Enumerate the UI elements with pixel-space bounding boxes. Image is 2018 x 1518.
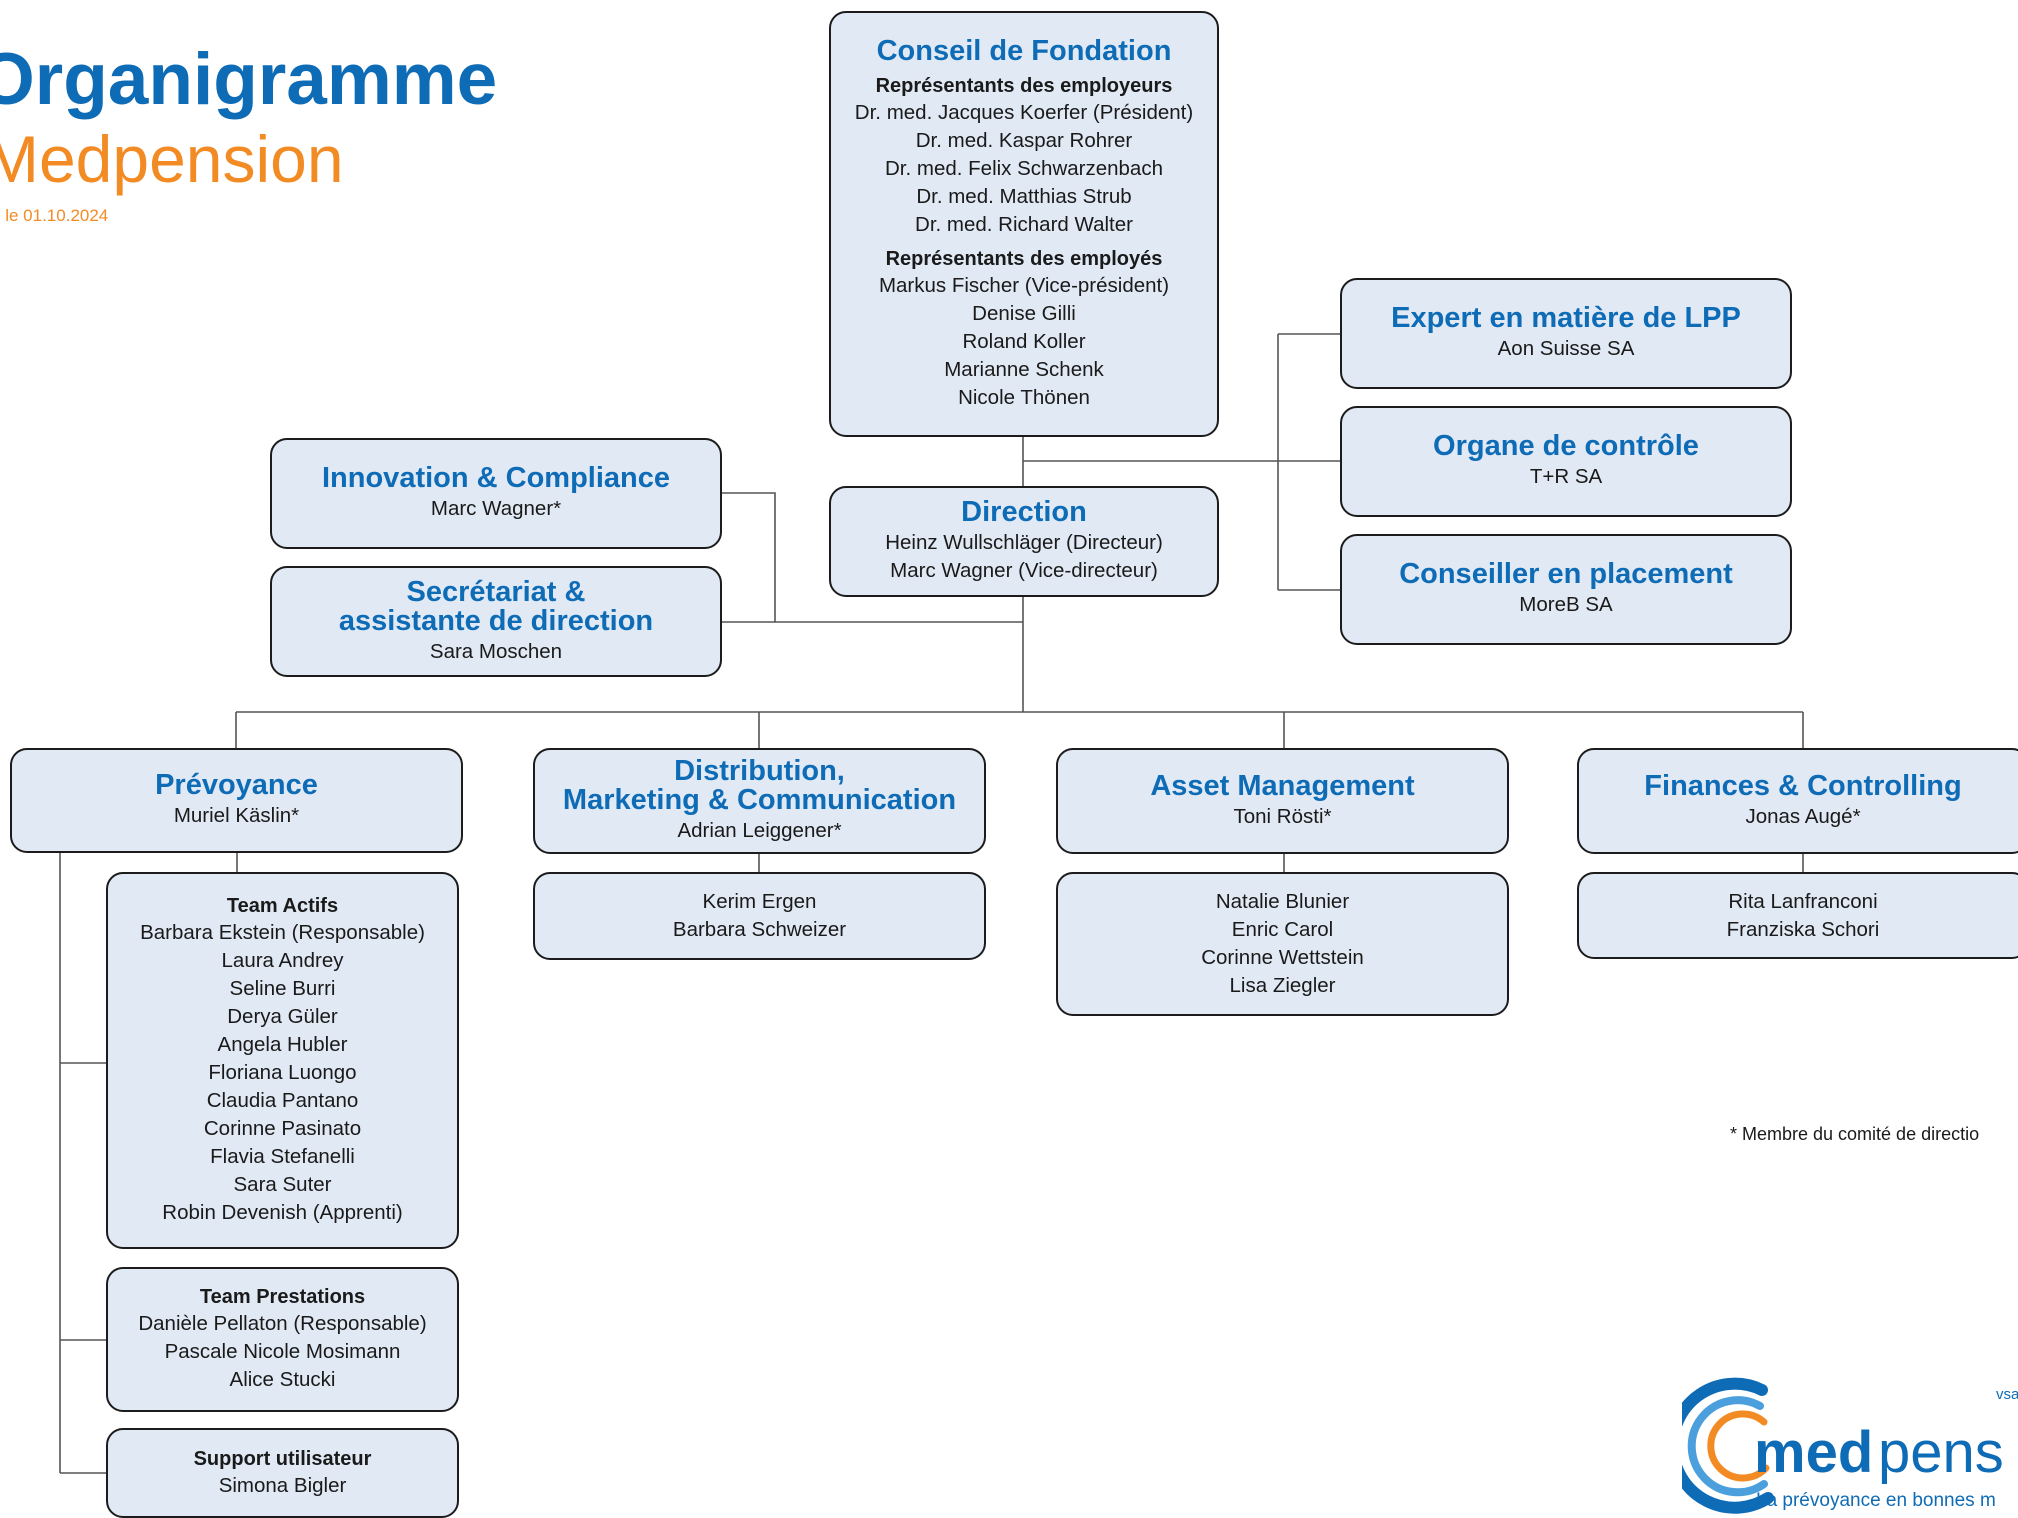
footnote: * Membre du comité de directio [1730, 1124, 1980, 1144]
innovation-box: Innovation & Compliance Marc Wagner* [270, 438, 722, 549]
direction-member: Marc Wagner (Vice-directeur) [890, 559, 1158, 582]
team-member: Corinne Wettstein [1201, 946, 1364, 969]
employee-member: Denise Gilli [972, 301, 1076, 325]
organe-name: T+R SA [1529, 465, 1603, 488]
team-actifs-heading: Team Actifs [226, 895, 339, 917]
finances-title: Finances & Controlling [1644, 769, 1962, 802]
asset-title: Asset Management [1150, 769, 1415, 802]
employee-member: Nicole Thönen [958, 385, 1090, 409]
team-member: Corinne Pasinato [203, 1117, 362, 1140]
employers-heading: Représentants des employeurs [875, 74, 1173, 97]
secretariat-title-2: assistante de direction [338, 604, 654, 637]
page-subtitle: Medpension [0, 122, 344, 196]
employer-member: Dr. med. Richard Walter [915, 212, 1133, 236]
secretariat-name: Sara Moschen [429, 639, 563, 663]
team-member: Alice Stucki [229, 1368, 336, 1391]
team-member: Floriana Luongo [208, 1061, 357, 1084]
logo-word-bold: med [1754, 1420, 1873, 1485]
direction-member: Heinz Wullschläger (Directeur) [885, 531, 1163, 554]
distribution-head: Adrian Leiggener* [677, 819, 842, 842]
team-member: Barbara Schweizer [672, 918, 847, 941]
prevoyance-box: Prévoyance Muriel Käslin* [10, 748, 463, 853]
finances-box: Finances & Controlling Jonas Augé* [1577, 748, 2018, 854]
asset-head: Toni Rösti* [1233, 804, 1332, 828]
finances-head: Jonas Augé* [1745, 804, 1861, 828]
employee-member: Markus Fischer (Vice-président) [878, 273, 1170, 297]
team-member: Claudia Pantano [206, 1089, 359, 1112]
employer-member: Dr. med. Felix Schwarzenbach [884, 156, 1163, 180]
prevoyance-title: Prévoyance [155, 769, 318, 801]
logo-word-light: pens [1878, 1420, 2004, 1485]
team-member: Robin Devenish (Apprenti) [162, 1201, 403, 1224]
innovation-name: Marc Wagner* [430, 497, 562, 520]
team-member: Angela Hubler [217, 1033, 348, 1056]
team-member: Derya Güler [227, 1005, 338, 1028]
team-member: Seline Burri [229, 977, 336, 1000]
employer-member: Dr. med. Kaspar Rohrer [915, 128, 1133, 152]
team-prestations-box: Team Prestations Danièle Pellaton (Respo… [106, 1267, 459, 1412]
direction-box: Direction Heinz Wullschläger (Directeur)… [829, 486, 1219, 597]
logo-top-text: vsa [1996, 1386, 2018, 1403]
employer-member: Dr. med. Matthias Strub [916, 184, 1132, 208]
team-member: Pascale Nicole Mosimann [164, 1340, 401, 1363]
distribution-title: Distribution, [674, 755, 845, 787]
expert-name: Aon Suisse SA [1497, 337, 1635, 360]
distribution-box: Distribution, Marketing & Communication … [533, 748, 986, 854]
team-member: Laura Andrey [221, 949, 344, 972]
distribution-team-box: Kerim Ergen Barbara Schweizer [533, 872, 986, 960]
team-member: Flavia Stefanelli [210, 1145, 355, 1168]
direction-title: Direction [961, 496, 1087, 528]
organe-title: Organe de contrôle [1433, 430, 1699, 462]
team-prestations-heading: Team Prestations [199, 1286, 366, 1308]
team-member: Barbara Ekstein (Responsable) [140, 921, 425, 944]
team-member: Sara Suter [233, 1173, 332, 1196]
conseiller-title: Conseiller en placement [1399, 558, 1733, 590]
employee-member: Roland Koller [962, 329, 1086, 353]
conseil-box: Conseil de Fondation Représentants des e… [829, 11, 1219, 437]
conseiller-box: Conseiller en placement MoreB SA [1340, 534, 1792, 645]
team-member: Enric Carol [1231, 918, 1334, 941]
secretariat-title: Secrétariat & [406, 575, 586, 608]
team-member: Natalie Blunier [1215, 890, 1350, 913]
team-member: Rita Lanfranconi [1728, 889, 1878, 913]
employee-member: Marianne Schenk [944, 357, 1104, 381]
team-member: Danièle Pellaton (Responsable) [138, 1312, 427, 1335]
page-title: Organigramme [0, 39, 498, 120]
support-box: Support utilisateur Simona Bigler [106, 1428, 459, 1518]
employer-member: Dr. med. Jacques Koerfer (Président) [854, 100, 1194, 124]
organe-box: Organe de contrôle T+R SA [1340, 406, 1792, 517]
team-actifs-box: Team Actifs Barbara Ekstein (Responsable… [106, 872, 459, 1249]
asset-box: Asset Management Toni Rösti* [1056, 748, 1509, 854]
team-member: Franziska Schori [1726, 917, 1880, 941]
finances-team-box: Rita Lanfranconi Franziska Schori [1577, 872, 2018, 959]
prevoyance-head: Muriel Käslin* [173, 804, 300, 827]
support-heading: Support utilisateur [193, 1447, 372, 1470]
page-date: s le 01.10.2024 [0, 206, 109, 225]
conseiller-name: MoreB SA [1519, 593, 1613, 616]
asset-team-box: Natalie Blunier Enric Carol Corinne Wett… [1056, 872, 1509, 1016]
expert-box: Expert en matière de LPP Aon Suisse SA [1340, 278, 1792, 389]
team-member: Lisa Ziegler [1229, 974, 1336, 997]
medpension-logo: med pens La prévoyance en bonnes m [1682, 1377, 2004, 1514]
logo-tagline: La prévoyance en bonnes m [1756, 1490, 1996, 1511]
expert-title: Expert en matière de LPP [1391, 302, 1741, 334]
secretariat-box: Secrétariat & assistante de direction Sa… [270, 566, 722, 677]
innovation-title: Innovation & Compliance [321, 462, 671, 494]
team-member: Simona Bigler [218, 1473, 347, 1497]
distribution-title-2: Marketing & Communication [562, 784, 957, 816]
conseil-title: Conseil de Fondation [876, 34, 1172, 67]
employees-heading: Représentants des employés [885, 247, 1163, 270]
team-member: Kerim Ergen [702, 890, 817, 913]
